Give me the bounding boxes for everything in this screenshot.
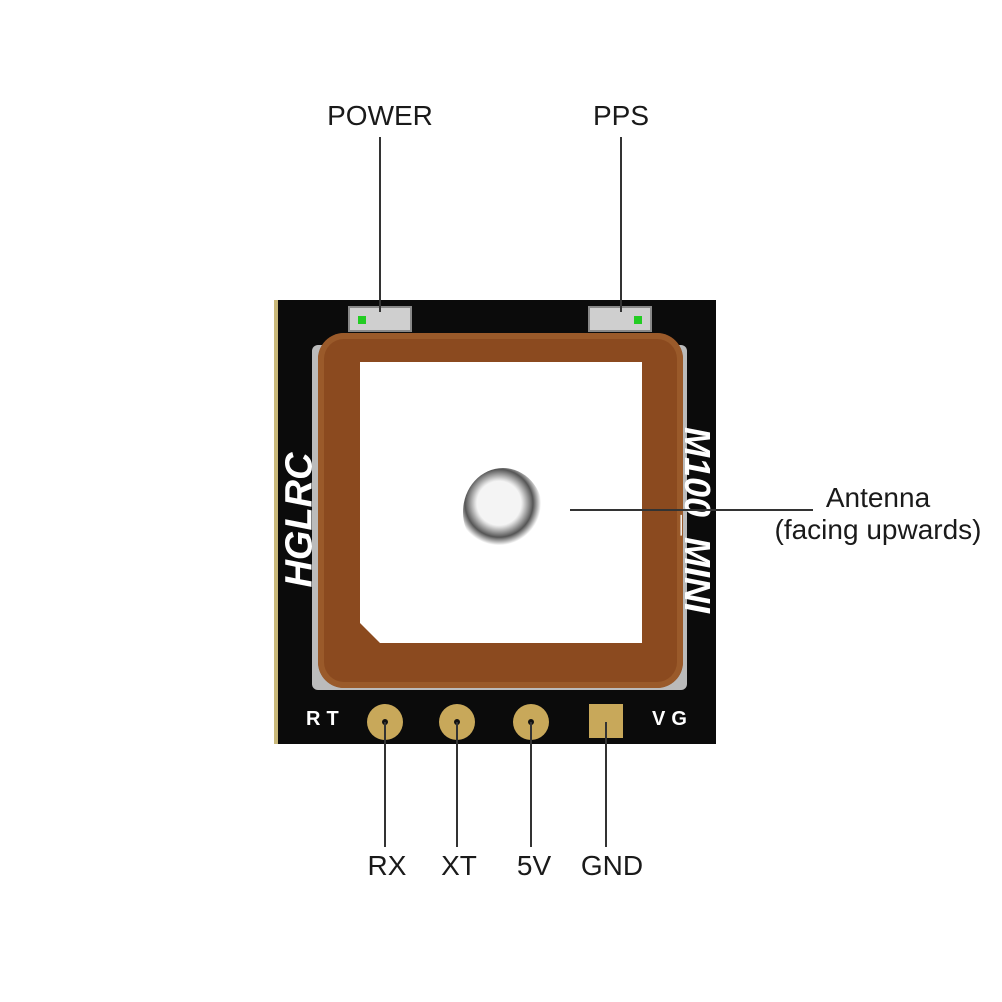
5v-leader [530,722,532,847]
pps-label: PPS [592,100,650,131]
5v-label: 5V [516,850,552,881]
gnd-label: GND [580,850,644,881]
rx-leader [384,722,386,847]
antenna-label: Antenna [825,482,931,513]
silk-rt: RT [306,708,345,730]
power-label: POWER [327,100,433,131]
power-leader [379,137,381,312]
antenna-sublabel: (facing upwards) [774,514,982,545]
tx-label: XT [441,850,477,881]
silk-vg: VG [652,708,693,730]
antenna-feed-point [463,468,543,556]
model-silkscreen: M100_MINI [677,426,718,614]
gnd-leader [605,722,607,847]
antenna-leader [570,509,813,511]
rx-label: RX [367,850,407,881]
brand-silkscreen: HGLRC [278,452,321,588]
pps-leader [620,137,622,312]
tx-leader [456,722,458,847]
